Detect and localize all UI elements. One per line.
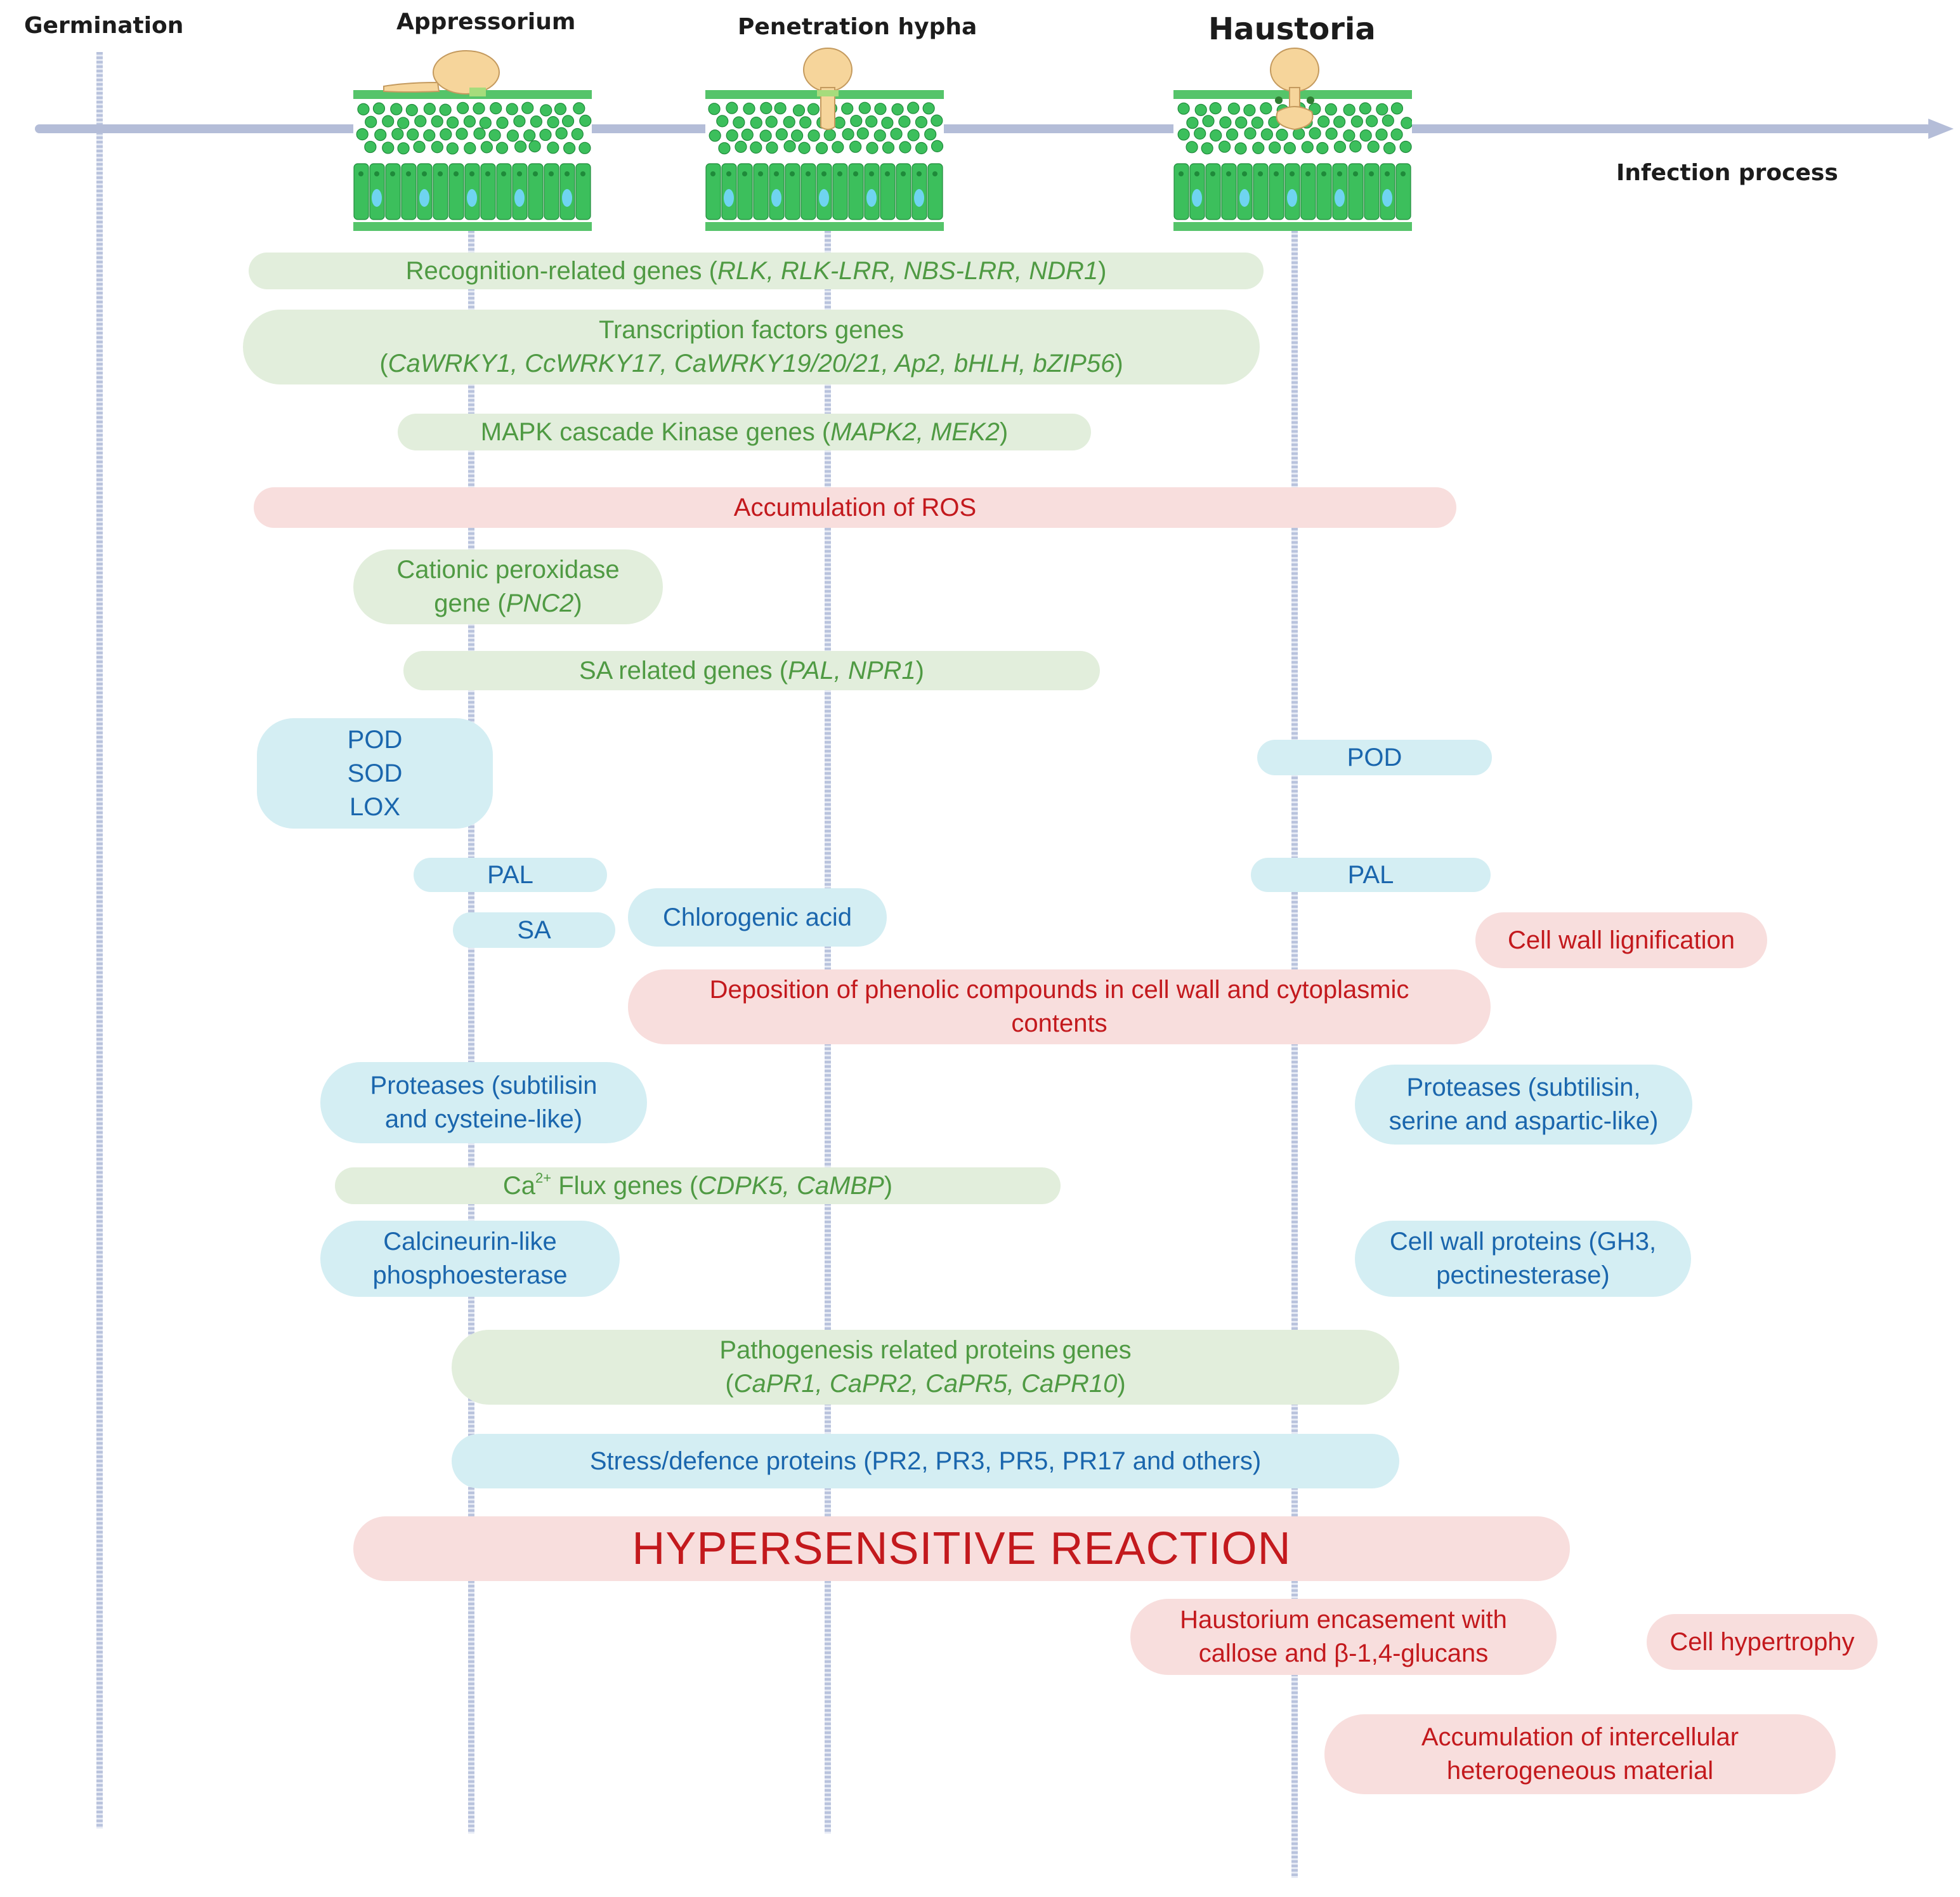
- ros-accumulation-box: Accumulation of ROS: [254, 487, 1456, 528]
- appressorium-line: [468, 102, 474, 1834]
- sa-box: SA: [453, 912, 615, 948]
- haustorium-icon: [1266, 46, 1323, 135]
- axis-arrowhead: [1928, 119, 1954, 139]
- chlorogenic-acid-box: Chlorogenic acid: [628, 888, 887, 947]
- stage-label-germination: Germination: [24, 13, 184, 39]
- recognition-genes-box: Recognition-related genes (RLK, RLK-LRR,…: [249, 253, 1264, 289]
- pod-sod-lox-box: POD SOD LOX: [257, 718, 493, 829]
- germination-line: [96, 52, 103, 1828]
- ca-flux-genes-box: Ca2+ Flux genes (CDPK5, CaMBP): [335, 1167, 1061, 1204]
- pathogenesis-genes-box: Pathogenesis related proteins genes (CaP…: [452, 1330, 1399, 1405]
- penetration-line: [825, 102, 831, 1834]
- stress-defence-proteins-box: Stress/defence proteins (PR2, PR3, PR5, …: [452, 1434, 1399, 1488]
- proteases-right-box: Proteases (subtilisin, serine and aspart…: [1355, 1065, 1692, 1145]
- haustorium-encasement-box: Haustorium encasement with callose and β…: [1130, 1599, 1557, 1675]
- calcineurin-box: Calcineurin-like phosphoesterase: [320, 1221, 620, 1297]
- transcription-factors-box: Transcription factors genes (CaWRKY1, Cc…: [243, 310, 1260, 384]
- cell-wall-lignification-box: Cell wall lignification: [1475, 912, 1767, 968]
- leaf-tissue-penetration: [705, 90, 944, 231]
- phenolic-deposition-box: Deposition of phenolic compounds in cell…: [628, 969, 1491, 1044]
- appressorium-icon: [381, 46, 507, 96]
- intercellular-material-box: Accumulation of intercellular heterogene…: [1324, 1714, 1836, 1794]
- infection-axis: [35, 124, 1931, 133]
- leaf-tissue-appressorium: [353, 90, 592, 231]
- stage-label-penetration: Penetration hypha: [738, 14, 977, 40]
- mapk-genes-box: MAPK cascade Kinase genes (MAPK2, MEK2): [398, 414, 1091, 450]
- stage-label-appressorium: Appressorium: [396, 9, 576, 35]
- axis-label: Infection process: [1616, 160, 1838, 186]
- pod-right-box: POD: [1257, 740, 1492, 775]
- pal-right-box: PAL: [1251, 858, 1491, 892]
- hypersensitive-reaction-box: HYPERSENSITIVE REACTION: [353, 1516, 1570, 1581]
- sa-genes-box: SA related genes (PAL, NPR1): [403, 651, 1100, 690]
- cell-hypertrophy-box: Cell hypertrophy: [1647, 1614, 1878, 1670]
- cell-wall-proteins-box: Cell wall proteins (GH3, pectinesterase): [1355, 1221, 1691, 1297]
- penetration-hypha-icon: [799, 46, 856, 132]
- pal-left-box: PAL: [414, 858, 607, 892]
- cationic-peroxidase-box: Cationic peroxidase gene (PNC2): [353, 549, 663, 624]
- stage-label-haustoria: Haustoria: [1208, 11, 1376, 47]
- proteases-left-box: Proteases (subtilisin and cysteine-like): [320, 1062, 647, 1143]
